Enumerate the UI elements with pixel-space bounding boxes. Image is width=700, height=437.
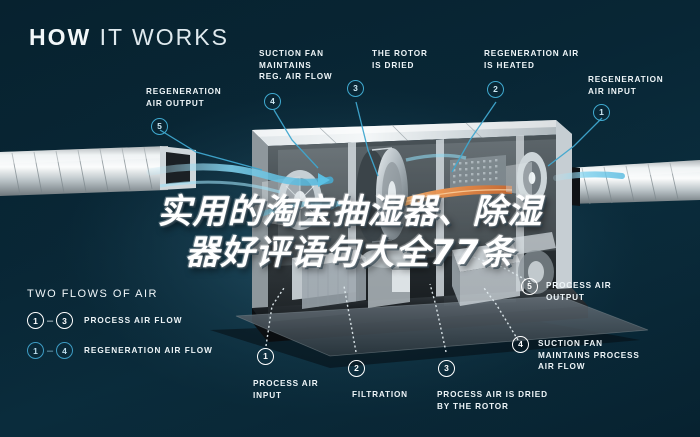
marker-3-rotor-is-dried[interactable]: 3 (347, 80, 364, 97)
legend-title: TWO FLOWS OF AIR (27, 288, 158, 300)
callout-regeneration-air-output: REGENERATION AIR OUTPUT (146, 87, 222, 108)
title-light: IT WORKS (99, 24, 229, 50)
leader-lines-top (159, 101, 603, 177)
marker-5-regeneration-air-output[interactable]: 5 (151, 118, 168, 135)
marker-4-suction-fan-regeneration[interactable]: 4 (264, 93, 281, 110)
marker-2-filtration[interactable]: 2 (348, 360, 365, 377)
callout-rotor-is-dried: THE ROTOR IS DRIED (372, 49, 428, 70)
legend-chip-1-cyan: 1 (27, 342, 44, 359)
callout-process-air-input: PROCESS AIR INPUT (253, 379, 319, 400)
marker-3-process-air-dried[interactable]: 3 (438, 360, 455, 377)
callout-suction-fan-regeneration: SUCTION FAN MAINTAINS REG. AIR FLOW (259, 49, 333, 82)
legend-label-regeneration-air-flow: REGENERATION AIR FLOW (84, 346, 213, 355)
airflow-arrows (146, 153, 625, 217)
callout-suction-fan-process: SUCTION FAN MAINTAINS PROCESS AIR FLOW (538, 339, 640, 372)
legend-chip-4-cyan: 4 (56, 342, 73, 359)
legend-row-process-air-flow: 1 – 3 PROCESS AIR FLOW (27, 312, 213, 329)
legend-label-process-air-flow: PROCESS AIR FLOW (84, 316, 183, 325)
marker-1-regeneration-air-input[interactable]: 1 (593, 104, 610, 121)
marker-1-process-air-input[interactable]: 1 (257, 348, 274, 365)
legend-chip-1: 1 (27, 312, 44, 329)
page-title: HOW IT WORKS (29, 24, 229, 51)
legend-chip-3: 3 (56, 312, 73, 329)
legend-dash: – (46, 314, 54, 327)
callout-regeneration-air-heated: REGENERATION AIR IS HEATED (484, 49, 580, 70)
marker-4-suction-fan-process[interactable]: 4 (512, 336, 529, 353)
legend: TWO FLOWS OF AIR 1 – 3 PROCESS AIR FLOW … (27, 288, 213, 372)
legend-dash-cyan: – (46, 344, 54, 357)
marker-5-process-air-output[interactable]: 5 (521, 278, 538, 295)
callout-process-air-dried: PROCESS AIR IS DRIED BY THE ROTOR (437, 390, 548, 411)
marker-2-regeneration-air-heated[interactable]: 2 (487, 81, 504, 98)
title-strong: HOW (29, 24, 92, 50)
callout-filtration: FILTRATION (352, 390, 408, 399)
callout-regeneration-air-input: REGENERATION AIR INPUT (588, 75, 664, 96)
leader-lines-bottom (265, 255, 531, 353)
legend-row-regeneration-air-flow: 1 – 4 REGENERATION AIR FLOW (27, 342, 213, 359)
desiccant-rotor (356, 147, 408, 243)
callout-process-air-output: PROCESS AIR OUTPUT (546, 281, 612, 302)
